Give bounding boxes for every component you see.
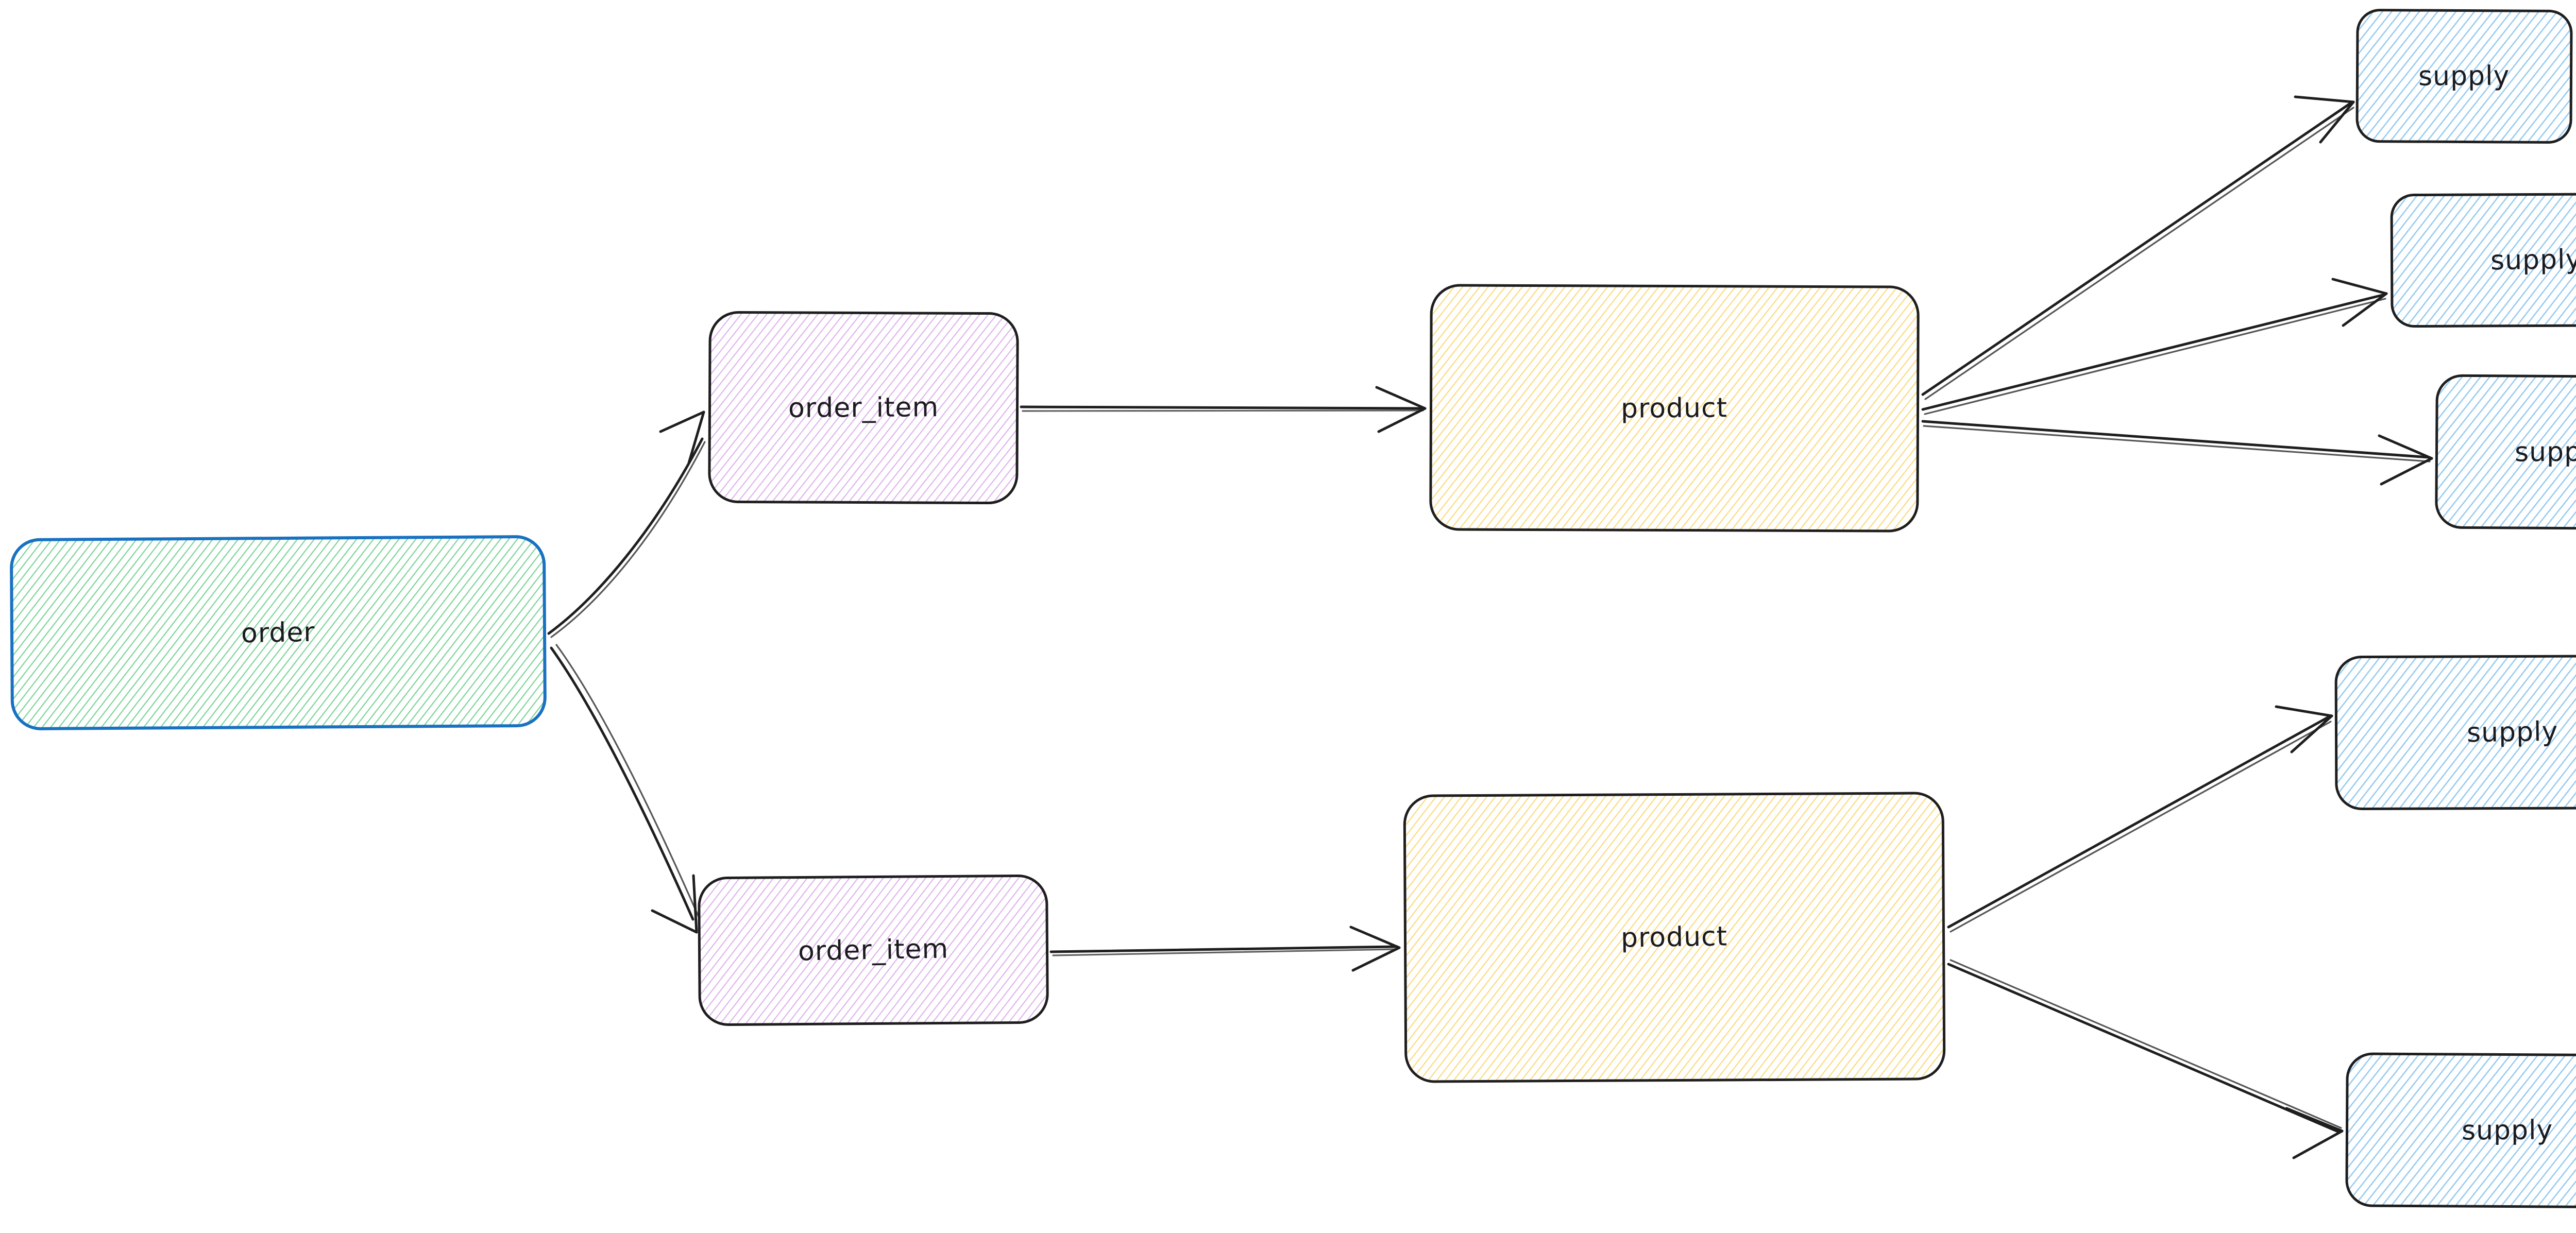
node-order[interactable]: order — [9, 535, 547, 731]
node-label-order-item-1: order_item — [788, 391, 939, 424]
edge-order-item-2-to-product-2 — [1049, 926, 1401, 972]
node-supply-4[interactable]: supply — [2334, 654, 2576, 811]
node-label-supply-2: supply — [2490, 244, 2576, 277]
edge-product-1-to-supply-1 — [1921, 95, 2355, 400]
node-product-2[interactable]: product — [1403, 792, 1946, 1083]
edge-order-to-order-item-1 — [547, 410, 706, 638]
node-label-supply-4: supply — [2466, 716, 2559, 749]
edge-product-1-to-supply-3 — [1921, 420, 2433, 486]
node-label-supply-3: supply — [2515, 436, 2576, 468]
edge-product-2-to-supply-5 — [1947, 959, 2344, 1159]
node-supply-2[interactable]: supply — [2390, 192, 2576, 328]
edge-product-1-to-supply-2 — [1921, 278, 2388, 415]
edge-product-2-to-supply-4 — [1947, 705, 2333, 933]
node-label-order-item-2: order_item — [798, 933, 949, 967]
node-label-supply-1: supply — [2418, 60, 2510, 92]
edge-order-item-1-to-product-1 — [1020, 386, 1427, 433]
node-label-order: order — [241, 616, 316, 649]
node-label-supply-5: supply — [2461, 1115, 2553, 1146]
node-order-item-1[interactable]: order_item — [708, 311, 1019, 505]
node-supply-5[interactable]: supply — [2345, 1052, 2576, 1209]
edge-order-to-order-item-2 — [550, 644, 700, 934]
node-label-product-2: product — [1621, 921, 1728, 954]
node-product-1[interactable]: product — [1429, 284, 1920, 533]
node-label-product-1: product — [1621, 392, 1728, 424]
node-order-item-2[interactable]: order_item — [697, 874, 1049, 1026]
node-supply-1[interactable]: supply — [2355, 8, 2573, 144]
node-supply-3[interactable]: supply — [2435, 374, 2576, 530]
